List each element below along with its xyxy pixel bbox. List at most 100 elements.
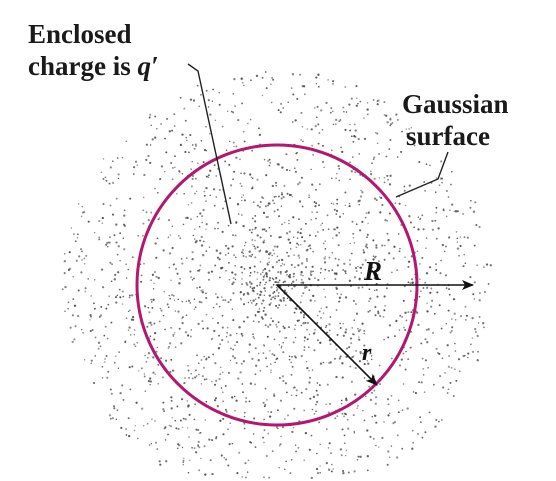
charge-dot [203,240,205,243]
charge-dot [101,286,105,289]
charge-dot [375,289,378,291]
charge-dot [265,275,269,278]
charge-dot [327,447,330,449]
charge-dot [194,376,197,379]
charge-dot [280,347,283,349]
charge-dot [327,468,331,471]
charge-dot [277,195,280,198]
charge-dot [195,239,198,243]
charge-dot [336,333,339,336]
charge-dot [122,295,125,298]
charge-dot [329,316,332,318]
charge-dot [390,123,393,126]
charge-dot [350,252,353,255]
charge-dot [77,289,80,292]
charge-dot [241,271,244,274]
charge-dot [204,473,207,476]
charge-dot [421,436,424,439]
charge-dot [334,257,337,260]
charge-dot [383,309,386,312]
charge-dot [98,220,101,223]
charge-dot [329,403,331,405]
charge-dot [198,286,201,289]
charge-dot [108,236,111,239]
charge-dot [196,84,199,87]
charge-dot [122,398,125,401]
charge-dot [256,278,259,280]
charge-dot [309,397,312,400]
charge-dot [272,78,275,81]
charge-dot [315,217,317,220]
charge-dot [294,444,297,446]
charge-dot [314,329,316,331]
charge-dot [327,79,329,81]
charge-dot [157,382,160,385]
charge-dot [198,469,201,472]
charge-dot [122,237,125,240]
charge-dot [263,306,266,309]
charge-dot [359,195,363,198]
charge-dot [198,225,201,228]
charge-dot [409,290,412,292]
charge-dot [218,258,221,261]
charge-dot [120,426,123,430]
charge-dot [181,321,184,325]
charge-dot [302,292,305,295]
charge-dot [207,174,210,177]
charge-dot [249,382,253,385]
charge-dot [268,226,271,229]
charge-dot [215,303,218,306]
charge-dot [187,405,190,408]
charge-dot [352,355,355,358]
charge-dot [401,447,404,450]
charge-dot [249,173,252,176]
charge-dot [182,463,185,466]
charge-dot [290,282,293,285]
enclosed-label-line2: charge is q′ [28,50,159,82]
charge-dot [278,466,281,469]
charge-dot [199,93,202,96]
charge-dot [453,312,456,315]
charge-dot [395,320,398,323]
charge-dot [277,109,280,112]
charge-dot [168,252,172,255]
charge-dot [438,184,441,187]
charge-dot [469,276,472,279]
charge-dot [151,418,153,421]
charge-dot [337,244,340,247]
charge-dot [405,319,408,322]
charge-dot [241,185,243,187]
charge-dot [266,262,269,264]
charge-dot [168,346,170,348]
charge-dot [251,149,253,152]
charge-dot [234,105,237,108]
charge-dot [128,434,131,438]
charge-dot [269,234,272,237]
charge-dot [419,217,422,220]
charge-dot [277,295,280,297]
charge-dot [314,234,317,237]
charge-dot [266,365,268,368]
charge-dot [64,285,67,289]
charge-dot [404,311,407,314]
charge-dot [174,166,176,169]
charge-dot [303,459,305,461]
charge-dot [260,316,263,319]
charge-dot [181,300,184,303]
charge-dot [355,312,359,315]
charge-dot [308,196,310,199]
charge-dot [396,434,399,437]
charge-dot [201,320,204,323]
charge-dot [196,287,198,289]
charge-dot [235,221,238,224]
charge-dot [84,290,87,293]
charge-dot [308,194,310,196]
charge-dot [386,174,389,177]
charge-dot [168,130,171,133]
charge-dot [482,322,485,325]
charge-dot [259,249,262,252]
charge-dot [298,200,302,203]
charge-dot [199,212,202,215]
charge-dot [325,324,328,327]
charge-dot [285,336,288,339]
